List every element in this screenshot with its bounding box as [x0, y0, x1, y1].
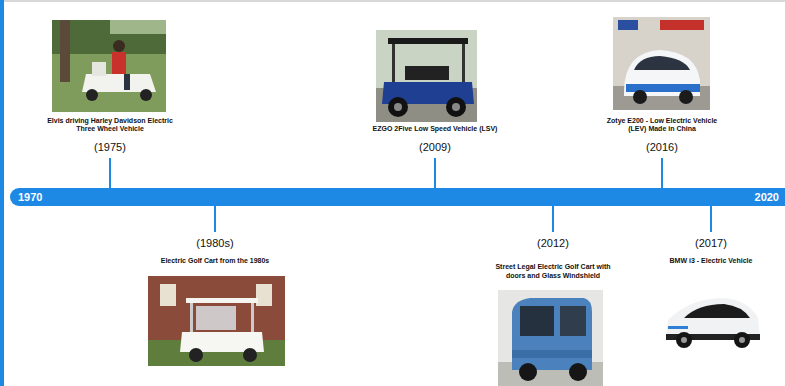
art-shape — [190, 303, 193, 333]
timeline-bar: 1970 2020 — [10, 188, 785, 206]
art-shape — [124, 74, 130, 90]
event-caption: Electric Golf Cart from the 1980s — [130, 257, 300, 266]
art-shape — [634, 56, 690, 70]
art-shape — [618, 20, 638, 30]
art-shape — [613, 17, 710, 110]
year-endpoint: 1970 — [18, 188, 42, 206]
art-shape — [256, 284, 272, 306]
art-shape — [552, 204, 554, 232]
art-shape — [110, 20, 166, 34]
art-shape — [676, 332, 692, 348]
art-shape — [394, 103, 402, 111]
art-shape — [661, 158, 663, 190]
art-shape — [60, 20, 70, 82]
art-shape — [140, 89, 152, 101]
art-shape — [148, 276, 285, 366]
golf-cart-1980s-photo — [148, 276, 285, 366]
bmw-i3-photo — [660, 290, 763, 350]
art-shape — [434, 158, 436, 190]
art-shape — [624, 50, 700, 96]
art-shape — [660, 20, 704, 30]
art-shape — [739, 337, 745, 343]
event-year: (1975) — [75, 141, 145, 155]
art-shape — [569, 363, 587, 381]
event-year: (2017) — [676, 237, 746, 251]
art-shape — [512, 298, 592, 370]
event-year: (1980s) — [180, 237, 250, 251]
street-legal-cart-photo — [498, 290, 603, 386]
art-shape — [452, 103, 460, 111]
art-shape — [560, 306, 586, 336]
event-caption: BMW i3 - Electric Vehicle — [647, 257, 775, 266]
art-shape — [0, 0, 4, 386]
art-shape — [446, 97, 466, 117]
art-shape — [196, 306, 236, 330]
event-caption: Street Legal Electric Golf Cart with doo… — [486, 263, 621, 281]
year-endpoint: 2020 — [755, 188, 779, 206]
art-shape — [498, 290, 603, 386]
event-caption: Elvis driving Harley Davidson Electric T… — [40, 117, 180, 135]
art-shape — [214, 204, 216, 232]
art-shape — [92, 62, 106, 76]
art-shape — [388, 38, 468, 44]
art-shape — [405, 66, 449, 80]
art-shape — [679, 90, 693, 104]
elvis-cart-photo — [52, 20, 166, 112]
art-shape — [520, 306, 554, 336]
art-shape — [160, 284, 176, 306]
art-shape — [86, 89, 98, 101]
art-shape — [109, 158, 111, 190]
art-shape — [512, 350, 592, 358]
art-shape — [251, 303, 254, 333]
art-shape — [189, 348, 203, 362]
art-shape — [112, 52, 126, 74]
art-shape — [633, 90, 647, 104]
art-shape — [52, 20, 166, 112]
art-shape — [668, 326, 688, 329]
event-year: (2016) — [627, 141, 697, 155]
zotye-e200-photo — [613, 17, 710, 110]
art-shape — [519, 363, 537, 381]
art-shape — [186, 298, 258, 303]
event-caption: EZGO 2Five Low Speed Vehicle (LSV) — [350, 125, 520, 134]
art-shape — [243, 348, 257, 362]
art-shape — [388, 97, 408, 117]
event-caption: Zotye E200 - Low Electric Vehicle (LEV) … — [597, 117, 727, 135]
art-shape — [0, 0, 785, 2]
event-year: (2009) — [400, 141, 470, 155]
art-shape — [113, 40, 125, 52]
event-year: (2012) — [518, 237, 588, 251]
art-shape — [392, 44, 395, 84]
art-shape — [462, 44, 465, 84]
art-shape — [660, 290, 763, 350]
art-shape — [681, 337, 687, 343]
ezgo-lsv-photo — [376, 30, 477, 122]
art-shape — [376, 30, 477, 122]
art-shape — [734, 332, 750, 348]
art-shape — [684, 304, 750, 318]
art-shape — [666, 298, 760, 338]
art-shape — [710, 204, 712, 232]
